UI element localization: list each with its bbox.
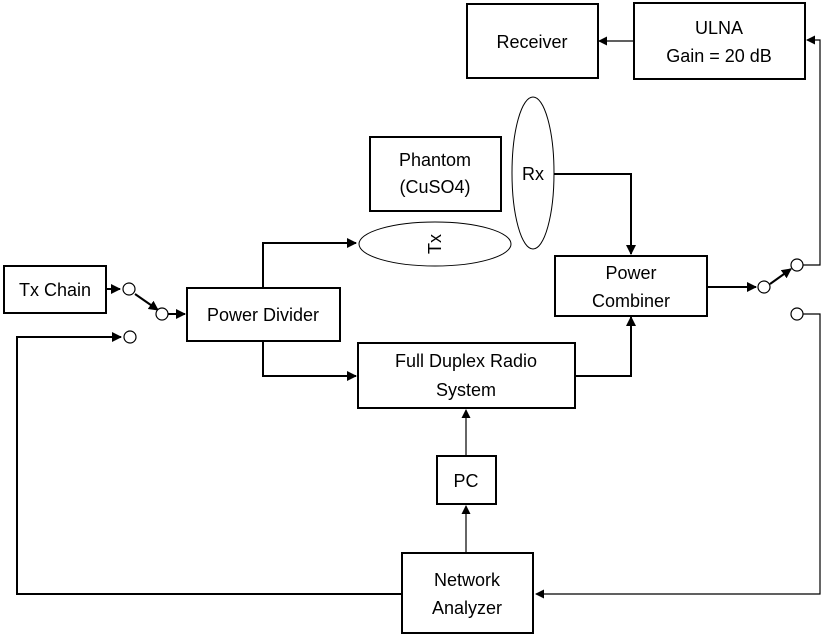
phantom-label-line1: Phantom [399, 150, 471, 170]
rx-antenna-label: Rx [522, 164, 544, 184]
receiver-label: Receiver [496, 32, 567, 52]
power-divider-block: Power Divider [186, 287, 341, 342]
power-combiner-label-line2: Combiner [592, 291, 670, 311]
receiver-block: Receiver [466, 3, 599, 79]
full-duplex-label-line1: Full Duplex Radio [395, 351, 537, 371]
wire-divider-to-tx [262, 238, 357, 287]
wire-switch-to-analyzer [535, 313, 821, 599]
full-duplex-label-line2: System [436, 380, 496, 400]
network-analyzer-label-line2: Analyzer [432, 598, 502, 618]
ulna-label-line2: Gain = 20 dB [666, 46, 772, 66]
tx-antenna: Tx [358, 221, 512, 267]
power-divider-label: Power Divider [207, 305, 319, 325]
full-duplex-radio-block: Full Duplex Radio System [357, 342, 576, 409]
input-switch-terminal-b [123, 330, 137, 344]
output-switch-blade [769, 268, 792, 285]
input-switch-terminal-a [122, 282, 136, 296]
wire-switch-to-ulna [802, 35, 821, 266]
wire-fullduplex-to-combiner [575, 316, 636, 377]
phantom-block: Phantom (CuSO4) [369, 136, 502, 212]
power-combiner-block: Power Combiner [554, 255, 708, 317]
wire-analyzer-to-input-switch [16, 332, 401, 595]
output-switch-common [757, 280, 771, 294]
wire-divider-to-fullduplex [262, 341, 357, 381]
input-switch-common [155, 307, 169, 321]
tx-antenna-label: Tx [425, 234, 445, 254]
ulna-label-line1: ULNA [695, 18, 743, 38]
wire-rx-to-combiner [554, 173, 636, 255]
network-analyzer-label-line1: Network [434, 570, 501, 590]
network-analyzer-block: Network Analyzer [401, 552, 534, 634]
ulna-block: ULNA Gain = 20 dB [633, 2, 806, 80]
power-combiner-label-line1: Power [605, 263, 656, 283]
tx-chain-block: Tx Chain [3, 265, 107, 314]
pc-label: PC [453, 471, 478, 491]
input-switch-blade [134, 293, 159, 311]
output-switch-terminal-b [790, 307, 804, 321]
output-switch-terminal-a [790, 258, 804, 272]
phantom-label-line2: (CuSO4) [399, 177, 470, 197]
pc-block: PC [436, 455, 497, 505]
tx-chain-label: Tx Chain [19, 280, 91, 300]
rx-antenna: Rx [511, 96, 555, 250]
